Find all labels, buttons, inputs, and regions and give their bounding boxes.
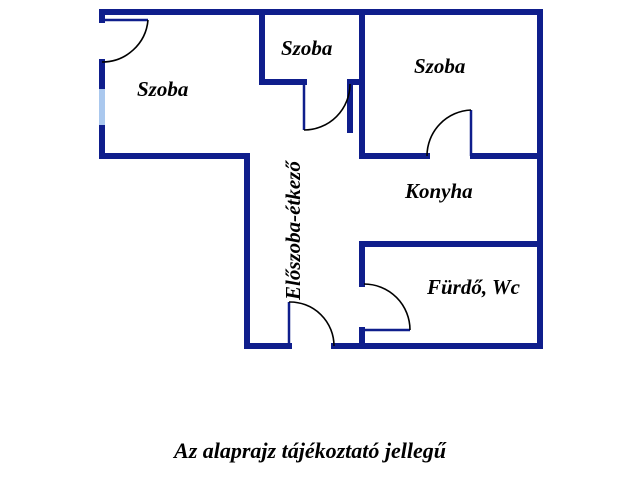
- door-swing: [302, 83, 351, 131]
- walls: [99, 9, 543, 349]
- room-label-small-room: Szoba: [281, 36, 332, 60]
- door-swing: [287, 301, 335, 347]
- door-swing: [101, 18, 149, 63]
- doors: [101, 18, 473, 347]
- disclaimer-caption: Az alaprajz tájékoztató jellegű: [174, 438, 446, 463]
- room-label-hall-dining: Előszoba-étkező: [281, 160, 305, 301]
- room-label-kitchen: Konyha: [404, 179, 473, 203]
- door-swing: [426, 109, 473, 157]
- door-swing: [362, 283, 411, 332]
- room-label-bathroom: Fürdő, Wc: [426, 275, 521, 299]
- window: [99, 86, 105, 128]
- room-label-living-room: Szoba: [137, 77, 188, 101]
- room-label-bedroom: Szoba: [414, 54, 465, 78]
